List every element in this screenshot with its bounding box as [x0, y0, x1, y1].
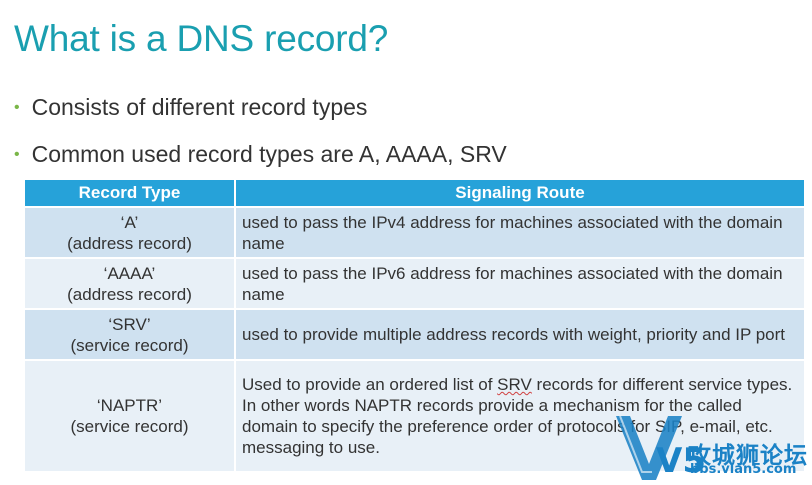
bullet-item: • Consists of different record types: [14, 94, 367, 121]
table-row: ‘SRV’ (service record) used to provide m…: [25, 308, 804, 360]
header-record-type: Record Type: [25, 180, 236, 207]
signaling-route-cell: Used to provide an ordered list of SRV r…: [235, 359, 804, 471]
signaling-route-cell: used to pass the IPv4 address for machin…: [235, 206, 804, 258]
record-type-cell: ‘SRV’ (service record): [25, 308, 236, 360]
record-type-cell: ‘NAPTR’ (service record): [25, 359, 236, 471]
record-type-desc: (address record): [67, 284, 192, 304]
bullet-text: Common used record types are A, AAAA, SR…: [31, 141, 507, 167]
table-row: ‘A’ (address record) used to pass the IP…: [25, 206, 804, 258]
slide-title: What is a DNS record?: [14, 18, 389, 59]
watermark-cn-text: 攻城狮论坛: [688, 443, 808, 469]
bullet-text: Consists of different record types: [31, 94, 368, 120]
naptr-route-line1: Used to provide an ordered list of SRV r…: [242, 374, 800, 395]
record-type-name: ‘NAPTR’: [96, 396, 163, 415]
record-type-desc: (address record): [67, 233, 192, 253]
bullet-item: • Common used record types are A, AAAA, S…: [14, 141, 507, 168]
watermark-logo-text: V5: [656, 441, 706, 481]
table-header-row: Record Type Signaling Route: [25, 180, 804, 207]
signaling-route-cell: used to pass the IPv6 address for machin…: [235, 257, 804, 309]
route-text: records for different service types.: [531, 375, 793, 394]
record-type-desc: (service record): [70, 335, 189, 355]
record-type-cell: ‘A’ (address record): [25, 206, 236, 258]
record-type-cell: ‘AAAA’ (address record): [25, 257, 236, 309]
spellcheck-marked-word: SRV: [497, 375, 532, 394]
record-type-name: ‘AAAA’: [103, 263, 156, 283]
watermark-url: bbs.vlan5.com: [690, 462, 797, 477]
signaling-route-cell: used to provide multiple address records…: [235, 308, 804, 360]
bullet-dot-icon: •: [14, 99, 20, 116]
dns-record-table: Record Type Signaling Route ‘A’ (address…: [25, 180, 804, 471]
record-type-desc: (service record): [70, 417, 189, 436]
table-row: ‘AAAA’ (address record) used to pass the…: [25, 257, 804, 309]
record-type-name: ‘A’: [120, 212, 139, 232]
route-text: Used to provide an ordered list of: [242, 375, 498, 394]
table-row: ‘NAPTR’ (service record) Used to provide…: [25, 359, 804, 471]
bullet-dot-icon: •: [14, 146, 20, 163]
record-type-name: ‘SRV’: [108, 314, 151, 334]
header-signaling-route: Signaling Route: [235, 180, 804, 207]
naptr-route-line2: In other words NAPTR records provide a m…: [242, 396, 773, 457]
v5-watermark-logo: V5: [616, 415, 706, 481]
